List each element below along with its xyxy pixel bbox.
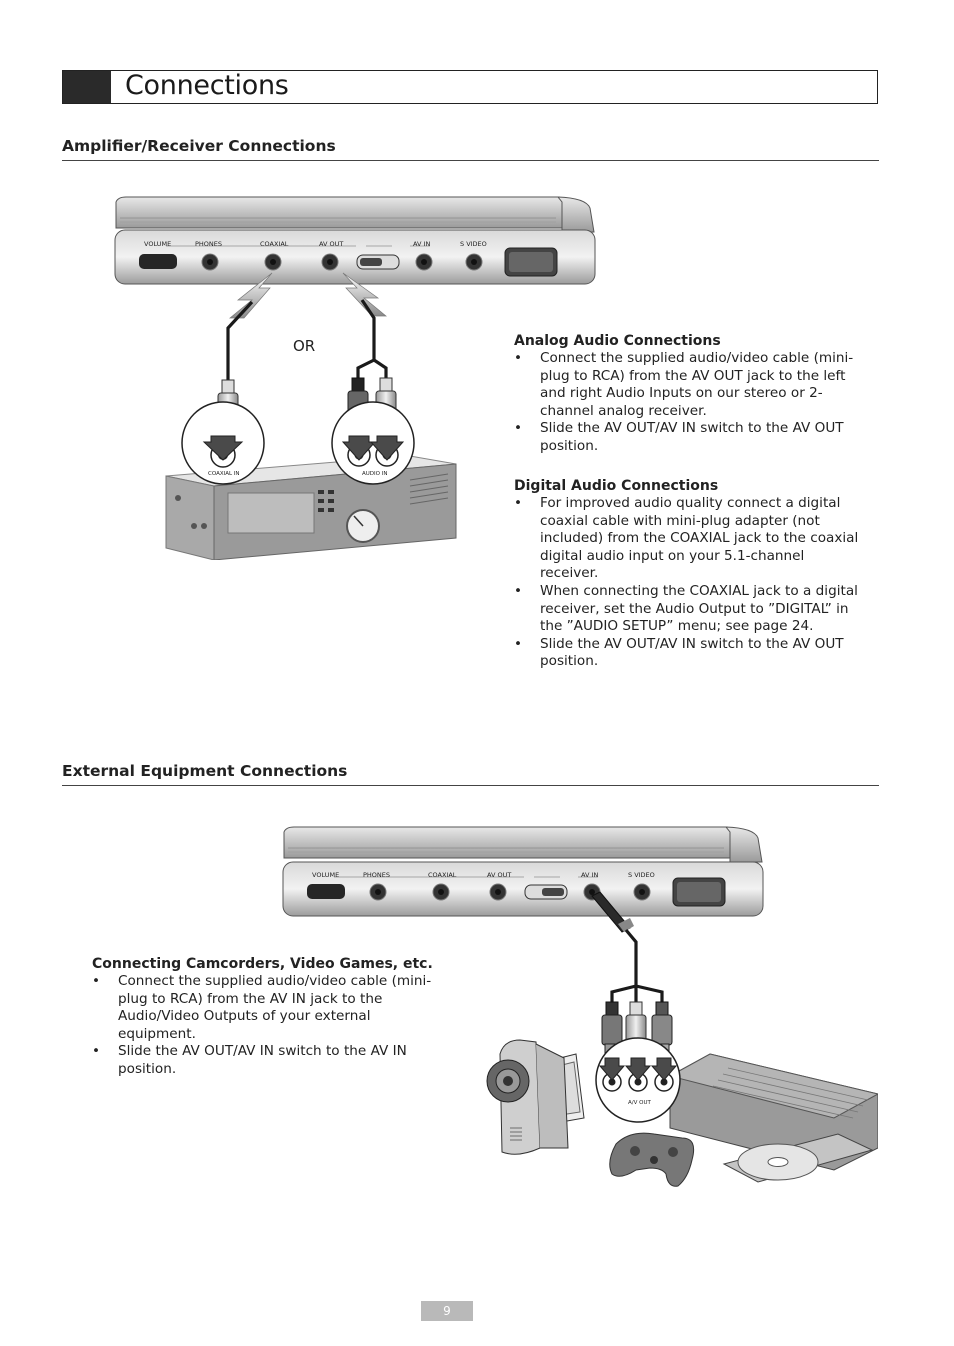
game-console-illustration bbox=[668, 1053, 878, 1183]
digital-audio-heading: Digital Audio Connections bbox=[514, 478, 719, 494]
amplifier-connection-diagram: VOLUME PHONES COAXIAL AV OUT AV IN S VID… bbox=[114, 196, 596, 560]
list-item: When connecting the COAXIAL jack to a di… bbox=[514, 583, 864, 636]
dvd-player-illustration: VOLUME PHONES COAXIAL AV OUT AV IN S VID… bbox=[114, 196, 596, 285]
receiver-illustration bbox=[165, 455, 457, 560]
camcorders-block: Connecting Camcorders, Video Games, etc.… bbox=[92, 956, 442, 1079]
camcorders-heading: Connecting Camcorders, Video Games, etc. bbox=[92, 956, 433, 972]
audio-in-label: AUDIO IN bbox=[362, 471, 387, 477]
title-block-marker bbox=[63, 71, 111, 103]
panel-label-av-out: AV OUT bbox=[319, 240, 343, 248]
av-out-magnifier: A/V OUT bbox=[595, 1037, 681, 1123]
audio-in-magnifier: AUDIO IN bbox=[331, 401, 415, 485]
external-section-heading: External Equipment Connections bbox=[62, 762, 348, 780]
panel-label-av-in: AV IN bbox=[413, 240, 430, 248]
mini-plug-av-in bbox=[591, 891, 634, 933]
panel-label-volume: VOLUME bbox=[312, 871, 339, 879]
external-section-rule bbox=[62, 785, 879, 786]
coaxial-cable bbox=[226, 300, 254, 383]
panel-label-s-video: S VIDEO bbox=[460, 240, 487, 248]
page-number: 9 bbox=[421, 1301, 473, 1321]
game-controller-illustration bbox=[609, 1132, 695, 1187]
list-item: Slide the AV OUT/AV IN switch to the AV … bbox=[514, 636, 864, 671]
panel-label-av-in: AV IN bbox=[581, 871, 598, 879]
panel-label-phones: PHONES bbox=[363, 871, 390, 879]
list-item: Slide the AV OUT/AV IN switch to the AV … bbox=[514, 420, 864, 455]
panel-label-coaxial: COAXIAL bbox=[428, 871, 457, 879]
digital-audio-list: For improved audio quality connect a dig… bbox=[514, 495, 864, 671]
amplifier-section-rule bbox=[62, 160, 879, 161]
camcorders-list: Connect the supplied audio/video cable (… bbox=[92, 973, 442, 1079]
panel-label-volume: VOLUME bbox=[144, 240, 171, 248]
list-item: Connect the supplied audio/video cable (… bbox=[92, 973, 442, 1043]
or-label: OR bbox=[293, 337, 315, 355]
digital-audio-block: Digital Audio Connections For improved a… bbox=[514, 478, 864, 671]
analog-audio-block: Analog Audio Connections Connect the sup… bbox=[514, 333, 864, 456]
analog-audio-list: Connect the supplied audio/video cable (… bbox=[514, 350, 864, 456]
list-item: For improved audio quality connect a dig… bbox=[514, 495, 864, 583]
av-out-jack-arrow bbox=[342, 272, 387, 317]
panel-label-av-out: AV OUT bbox=[487, 871, 511, 879]
list-item: Connect the supplied audio/video cable (… bbox=[514, 350, 864, 420]
page-title: Connections bbox=[125, 70, 289, 101]
coaxial-in-label: COAXIAL IN bbox=[208, 471, 240, 477]
audio-cable bbox=[356, 299, 388, 380]
av-out-label: A/V OUT bbox=[628, 1100, 651, 1106]
av-cable bbox=[610, 928, 664, 1004]
analog-audio-heading: Analog Audio Connections bbox=[514, 333, 721, 349]
panel-label-phones: PHONES bbox=[195, 240, 222, 248]
camcorder-illustration bbox=[486, 1039, 585, 1155]
panel-label-s-video: S VIDEO bbox=[628, 871, 655, 879]
page-title-bar: Connections bbox=[62, 70, 878, 104]
panel-label-coaxial: COAXIAL bbox=[260, 240, 289, 248]
dvd-player-illustration: VOLUME PHONES COAXIAL AV OUT AV IN S VID… bbox=[282, 826, 764, 917]
list-item: Slide the AV OUT/AV IN switch to the AV … bbox=[92, 1043, 442, 1078]
amplifier-section-heading: Amplifier/Receiver Connections bbox=[62, 137, 336, 155]
coaxial-in-magnifier: COAXIAL IN bbox=[181, 401, 265, 485]
external-connection-diagram: VOLUME PHONES COAXIAL AV OUT AV IN S VID… bbox=[282, 826, 878, 1187]
